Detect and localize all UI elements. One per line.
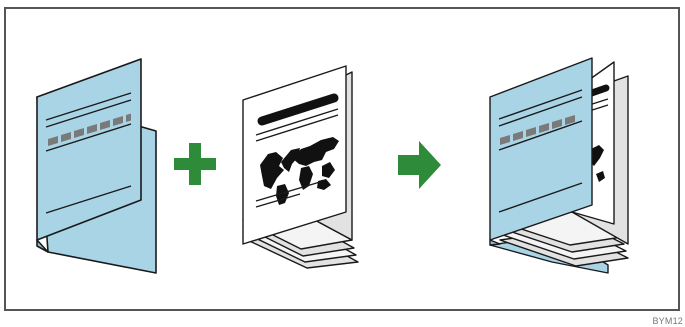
folded-cover-icon [37,59,156,273]
booklet-with-cover-icon [490,58,628,273]
booklet-with-map-icon [243,66,358,268]
figure-code-label: BYM12 [652,316,683,326]
